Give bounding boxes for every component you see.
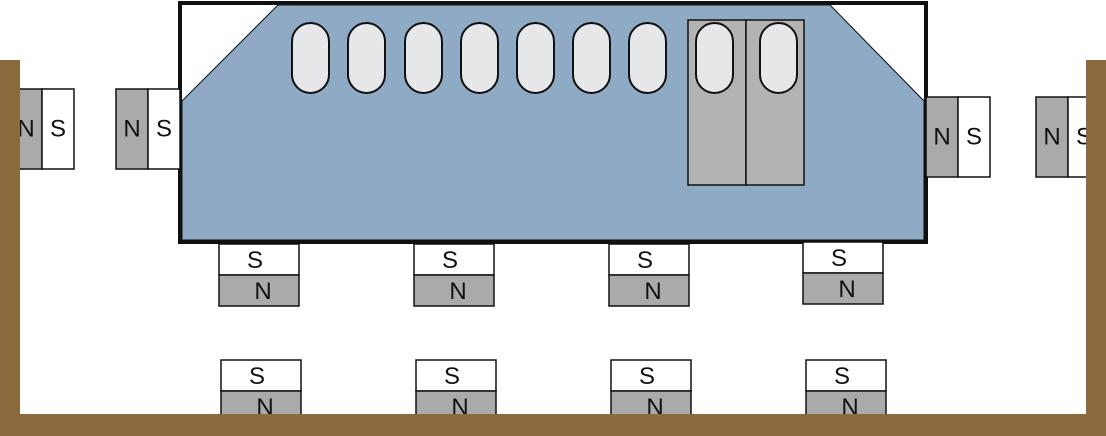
train-window (347, 22, 386, 94)
north-label: N (17, 116, 34, 143)
south-label: S (966, 124, 982, 151)
magnet-north-pole (413, 274, 495, 307)
north-label: N (254, 278, 271, 305)
south-label: S (834, 363, 850, 390)
track-bottom-magnets: SN SN SN SN (220, 359, 887, 423)
magnet-north-pole (1035, 96, 1069, 178)
south-label: S (247, 247, 263, 274)
south-label: S (442, 247, 458, 274)
south-label: S (249, 363, 265, 390)
track-magnet: SN (220, 359, 302, 423)
train-window (759, 22, 798, 94)
track-magnet: SN (610, 359, 692, 423)
north-label: N (1043, 124, 1060, 151)
magnet-north-pole (115, 88, 149, 170)
south-label: S (831, 245, 847, 272)
track-left-wall (0, 60, 20, 436)
north-label: N (449, 278, 466, 305)
magnet-north-pole (802, 272, 884, 305)
north-label: N (123, 116, 140, 143)
train (178, 1, 928, 244)
train-window (460, 22, 499, 94)
magnet-south-pole (147, 88, 181, 170)
magnet-south-pole (608, 243, 690, 276)
train-window (695, 22, 734, 94)
north-label: N (644, 278, 661, 305)
track-magnet: SN (805, 359, 887, 423)
magnet-south-pole (413, 243, 495, 276)
train-bottom-magnet: SN (413, 243, 495, 307)
magnet-north-pole (218, 274, 300, 307)
magnet-south-pole (41, 88, 75, 170)
train-window (516, 22, 555, 94)
track-base (0, 414, 1106, 436)
magnet-south-pole (805, 359, 887, 392)
magnet-south-pole (415, 359, 497, 392)
guideway-track (0, 60, 1106, 436)
train-window (404, 22, 443, 94)
magnet-south-pole (802, 241, 884, 274)
magnet-south-pole (218, 243, 300, 276)
train-window (572, 22, 611, 94)
south-label: S (50, 116, 66, 143)
train-bottom-magnet: SN (608, 243, 690, 307)
train-window (628, 22, 667, 94)
south-label: S (156, 116, 172, 143)
train-bottom-magnet: SN (218, 243, 300, 307)
south-label: S (639, 363, 655, 390)
magnet-north-pole (608, 274, 690, 307)
magnet-north-pole (925, 96, 959, 178)
train-windows (291, 22, 798, 94)
north-label: N (933, 124, 950, 151)
track-right-wall (1086, 60, 1106, 436)
south-label: S (637, 247, 653, 274)
magnet-south-pole (957, 96, 991, 178)
track-magnet: SN (415, 359, 497, 423)
magnet-south-pole (220, 359, 302, 392)
north-label: N (838, 276, 855, 303)
train-bottom-magnet: SN (802, 241, 884, 305)
south-label: S (444, 363, 460, 390)
train-window (291, 22, 330, 94)
